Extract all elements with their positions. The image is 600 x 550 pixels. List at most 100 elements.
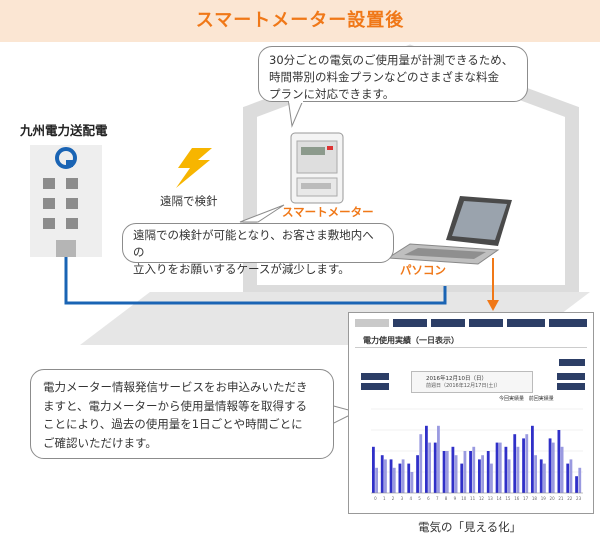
chart-bar — [433, 442, 437, 493]
service-info-bubble: 電力メーター情報発信サービスをお申込みいただき ますと、電力メーターから使用量情… — [30, 369, 334, 459]
chart-bar — [578, 467, 582, 493]
chart-bar — [410, 472, 414, 493]
chart-bar — [575, 476, 578, 493]
chart-bar — [486, 451, 490, 493]
legend-current: 今回実績量 — [499, 396, 525, 402]
remote-info-line1: 遠隔での検針が可能となり、お客さま敷地内への — [133, 228, 374, 259]
chart-tick-label: 22 — [567, 496, 573, 501]
chart-bar — [451, 446, 455, 493]
chart-tick-label: 2 — [392, 496, 395, 501]
usage-screenshot: 電力使用実績（一日表示） 2016年12月10日（日） 前週日（2016年12月… — [348, 312, 594, 514]
chart-bar — [490, 463, 493, 493]
chart-bar — [478, 459, 481, 493]
company-logo-icon — [55, 147, 77, 169]
screenshot-tab-2 — [393, 319, 427, 327]
chart-bar — [481, 455, 484, 493]
chart-tick-label: 8 — [445, 496, 448, 501]
screenshot-date-line2: 前週日（2016年12月17日(土)） — [426, 383, 501, 389]
chart-tick-label: 0 — [374, 496, 377, 501]
chart-bar — [389, 459, 393, 493]
bubble-remote-tail — [239, 204, 285, 223]
page-title: スマートメーター設置後 — [195, 10, 405, 31]
chart-tick-label: 12 — [479, 496, 485, 501]
meter-info-bubble: 30分ごとの電気のご使用量が計測できるため、 時間帯別の料金プランなどのさまざま… — [258, 46, 528, 102]
chart-bar — [543, 463, 546, 493]
chart-tick-label: 21 — [558, 496, 564, 501]
chart-bar — [539, 459, 543, 493]
chart-tick-label: 14 — [497, 496, 503, 501]
chart-bar — [560, 446, 564, 493]
chart-tick-label: 20 — [550, 496, 556, 501]
screenshot-tab-4 — [469, 319, 503, 327]
chart-tick-label: 15 — [505, 496, 511, 501]
smart-meter-label: スマートメーター — [282, 205, 374, 219]
chart-tick-label: 10 — [461, 496, 467, 501]
screenshot-nav-left — [361, 373, 389, 380]
power-company-label: 九州電力送配電 — [20, 123, 108, 138]
chart-bar — [548, 438, 552, 493]
chart-tick-label: 3 — [401, 496, 404, 501]
chart-tick-label: 23 — [576, 496, 582, 501]
building-door — [56, 240, 76, 257]
chart-bar — [425, 425, 428, 493]
chart-bar — [566, 463, 570, 493]
chart-bar — [522, 438, 525, 493]
screenshot-tab-1 — [355, 319, 389, 327]
remote-reading-label: 遠隔で検針 — [160, 194, 218, 208]
smart-meter-icon — [290, 132, 344, 204]
service-info-line2: ますと、電力メーターから使用量情報等を取得する — [43, 398, 308, 413]
screenshot-nav-right — [557, 373, 585, 380]
chart-bar — [469, 451, 472, 493]
chart-tick-label: 5 — [418, 496, 421, 501]
screenshot-nav-right-2 — [557, 383, 585, 390]
chart-bar — [525, 434, 529, 493]
screenshot-date-line1: 2016年12月10日（日） — [426, 376, 487, 382]
chart-bar — [375, 467, 378, 493]
chart-tick-label: 11 — [470, 496, 476, 501]
meter-info-line2: 時間帯別の料金プランなどのさまざまな料金 — [269, 70, 499, 84]
service-info-line1: 電力メーター情報発信サービスをお申込みいただき — [43, 380, 308, 394]
chart-bar — [401, 459, 405, 493]
meter-info-line3: プランに対応できます。 — [269, 87, 395, 101]
chart-tick-label: 9 — [454, 496, 457, 501]
chart-bar — [516, 446, 520, 493]
chart-bar — [442, 451, 446, 493]
chart-tick-label: 13 — [488, 496, 494, 501]
power-company-building — [30, 145, 102, 257]
chart-bar — [498, 442, 502, 493]
chart-bar — [428, 442, 431, 493]
chart-bar — [460, 463, 464, 493]
laptop-icon — [386, 196, 512, 265]
screenshot-nav-left-2 — [361, 383, 389, 390]
chart-bar — [472, 446, 476, 493]
chart-tick-label: 1 — [383, 496, 386, 501]
chart-bar — [384, 459, 387, 493]
chart-bar — [445, 451, 449, 493]
remote-info-bubble: 遠隔での検針が可能となり、お客さま敷地内への 立入りをお願いするケースが減少しま… — [122, 223, 394, 276]
screenshot-title: 電力使用実績（一日表示） — [363, 336, 459, 345]
service-info-line4: ご確認いただけます。 — [43, 435, 157, 450]
chart-bar — [392, 467, 396, 493]
chart-bar — [407, 463, 411, 493]
screenshot-caption: 電気の「見える化」 — [418, 520, 522, 534]
meter-info-line1: 30分ごとの電気のご使用量が計測できるため、 — [269, 53, 514, 67]
chart-tick-label: 17 — [523, 496, 529, 501]
header-bar — [0, 0, 600, 42]
chart-bar — [398, 463, 402, 493]
chart-bar — [534, 455, 537, 493]
screenshot-tab-6 — [549, 319, 587, 327]
screenshot-tab-5 — [507, 319, 545, 327]
chart-bar — [551, 442, 555, 493]
chart-bar — [437, 425, 440, 493]
chart-bar — [463, 451, 467, 493]
chart-bar — [454, 455, 458, 493]
chart-tick-label: 16 — [514, 496, 520, 501]
screenshot-date-box: 2016年12月10日（日） 前週日（2016年12月17日(土)） — [411, 371, 533, 393]
bubble-meter-tail-cover — [289, 100, 303, 103]
chart-bar — [513, 434, 517, 493]
chart-tick-label: 6 — [427, 496, 430, 501]
service-info-line3: ことにより、過去の使用量を1日ごとや時間ごとに — [43, 417, 303, 431]
chart-bar — [507, 459, 511, 493]
chart-tick-label: 19 — [541, 496, 547, 501]
